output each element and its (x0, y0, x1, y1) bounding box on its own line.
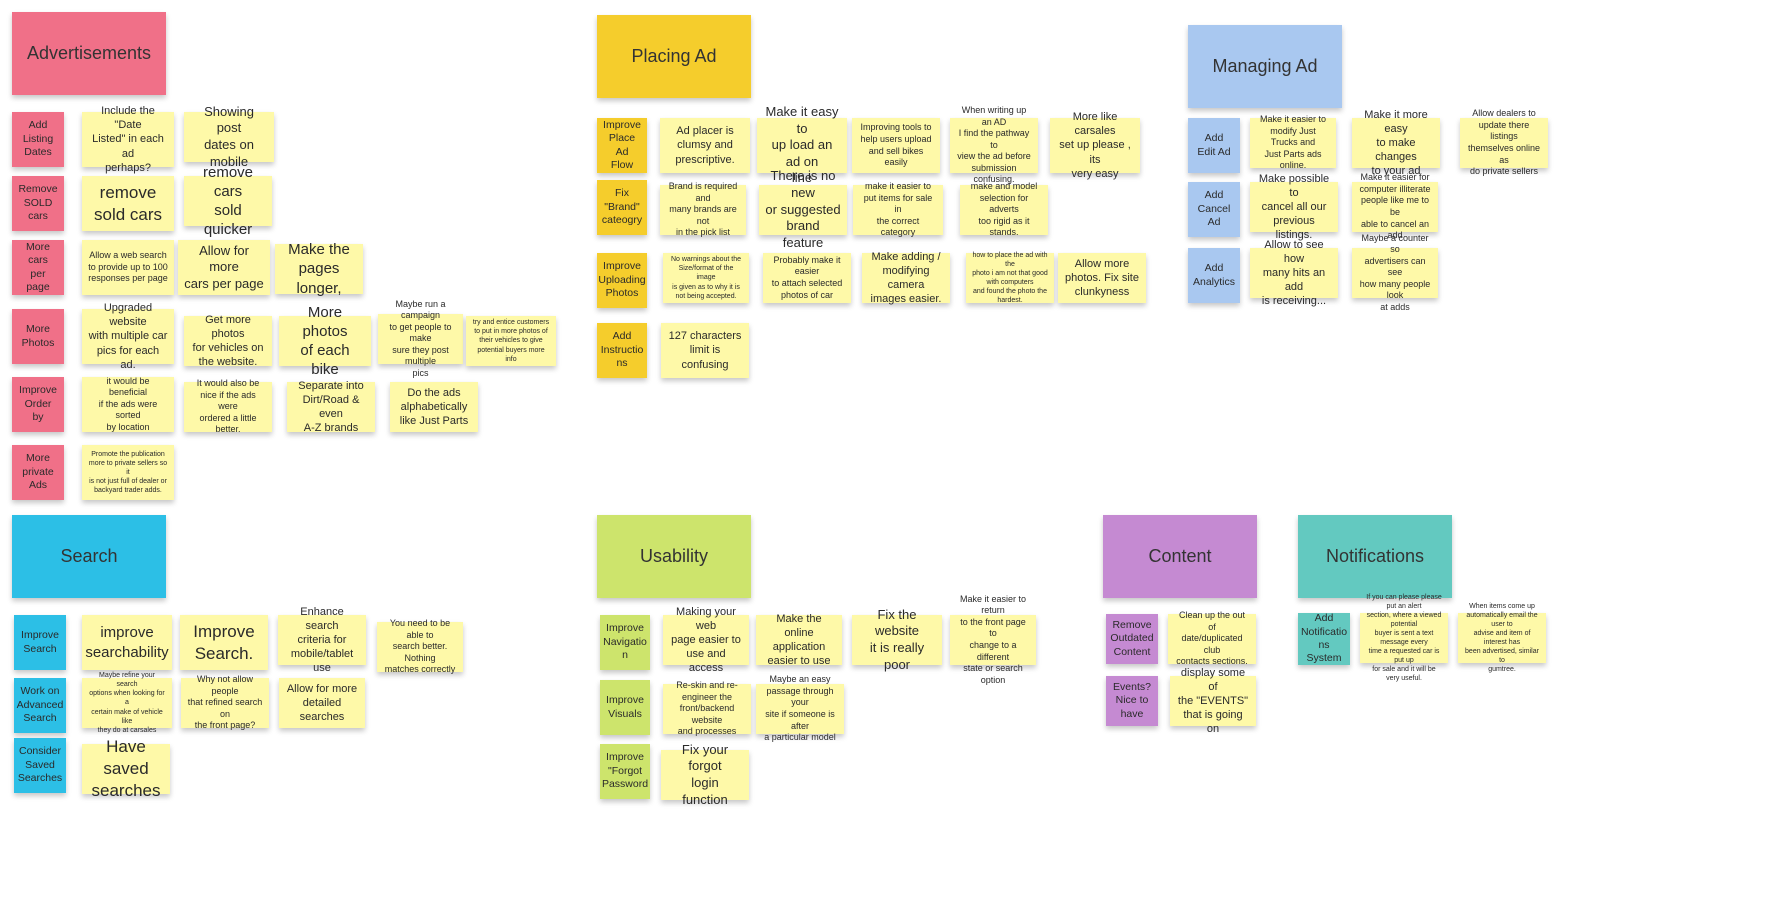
usability-header[interactable]: Usability (597, 515, 751, 598)
placing-header[interactable]: Placing Ad (597, 15, 751, 98)
search-header[interactable]: Search (12, 515, 166, 598)
notifications-sticky-note[interactable]: If you can please please put an alertsec… (1360, 594, 1448, 682)
advertisements-header[interactable]: Advertisements (12, 12, 166, 95)
notifications-header[interactable]: Notifications (1298, 515, 1452, 598)
managing-header[interactable]: Managing Ad (1188, 25, 1342, 108)
content-header[interactable]: Content (1103, 515, 1257, 598)
placing-category-1[interactable]: Fix"Brand"cateogry (597, 180, 647, 235)
